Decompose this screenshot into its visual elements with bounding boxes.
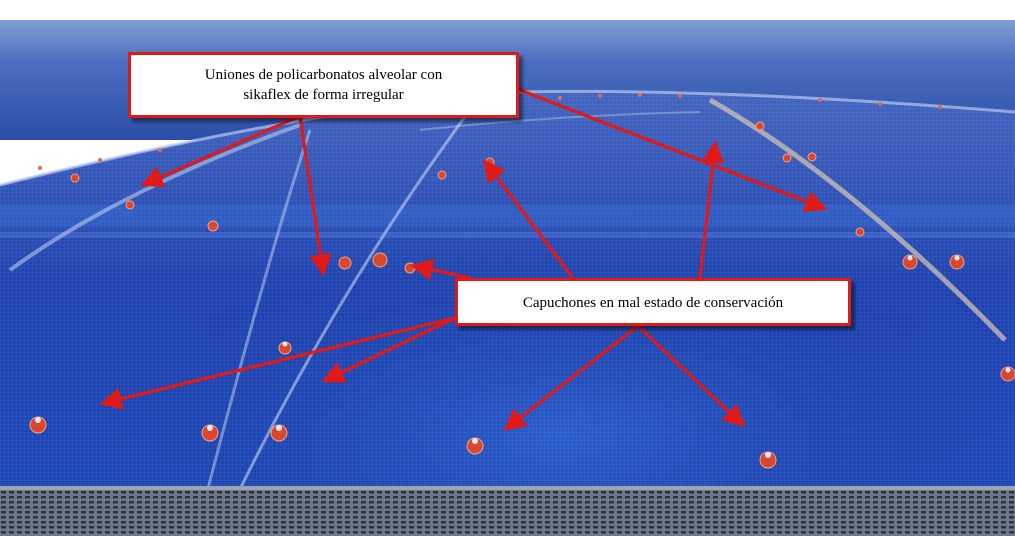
- callout-caps-text: Capuchones en mal estado de conservación: [522, 295, 784, 311]
- callout-caps: Capuchones en mal estado de conservación: [455, 278, 851, 326]
- callout-joints: Uniones de policarbonatos alveolar con s…: [128, 52, 519, 118]
- callout-joints-line2: sikaflex de forma irregular: [243, 87, 404, 103]
- callout-joints-line1: Uniones de policarbonatos alveolar con: [204, 67, 443, 83]
